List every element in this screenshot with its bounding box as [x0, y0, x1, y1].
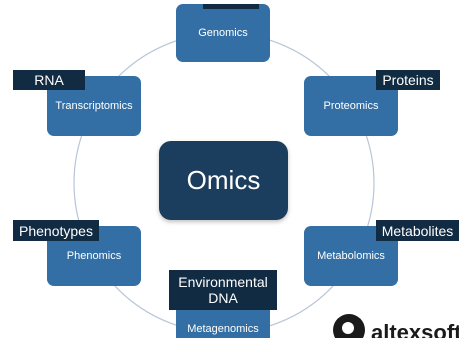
node-genomics: Genomics: [176, 4, 270, 62]
tag-metabolites-label: Metabolites: [381, 222, 454, 239]
center-omics-label: Omics: [186, 165, 261, 195]
tag-phenotypes: Phenotypes: [13, 220, 99, 241]
tag-rna-label: RNA: [34, 72, 64, 88]
tag-proteins-label: Proteins: [382, 72, 434, 88]
center-omics: Omics: [159, 141, 288, 220]
tag-rna: RNA: [13, 70, 85, 90]
tag-proteins: Proteins: [376, 70, 440, 90]
node-proteomics-label: Proteomics: [323, 100, 379, 112]
altexsoft-logo-text: altexsoft: [371, 320, 459, 338]
tag-environmental-dna-label: Environmental DNA: [178, 274, 268, 306]
tag-metabolites: Metabolites: [376, 220, 459, 241]
altexsoft-logo-mark-icon: [333, 314, 365, 338]
tag-phenotypes-label: Phenotypes: [19, 222, 93, 239]
node-metagenomics-label: Metagenomics: [187, 323, 259, 335]
node-genomics-label: Genomics: [198, 27, 248, 39]
node-phenomics-label: Phenomics: [66, 250, 122, 262]
node-transcriptomics: Transcriptomics: [47, 76, 141, 136]
altexsoft-logo: altexsoft: [333, 314, 459, 338]
node-transcriptomics-label: Transcriptomics: [55, 100, 133, 112]
genomics-tag-strip: [203, 4, 259, 9]
tag-environmental-dna: Environmental DNA: [169, 270, 277, 310]
node-metabolomics-label: Metabolomics: [317, 250, 385, 262]
